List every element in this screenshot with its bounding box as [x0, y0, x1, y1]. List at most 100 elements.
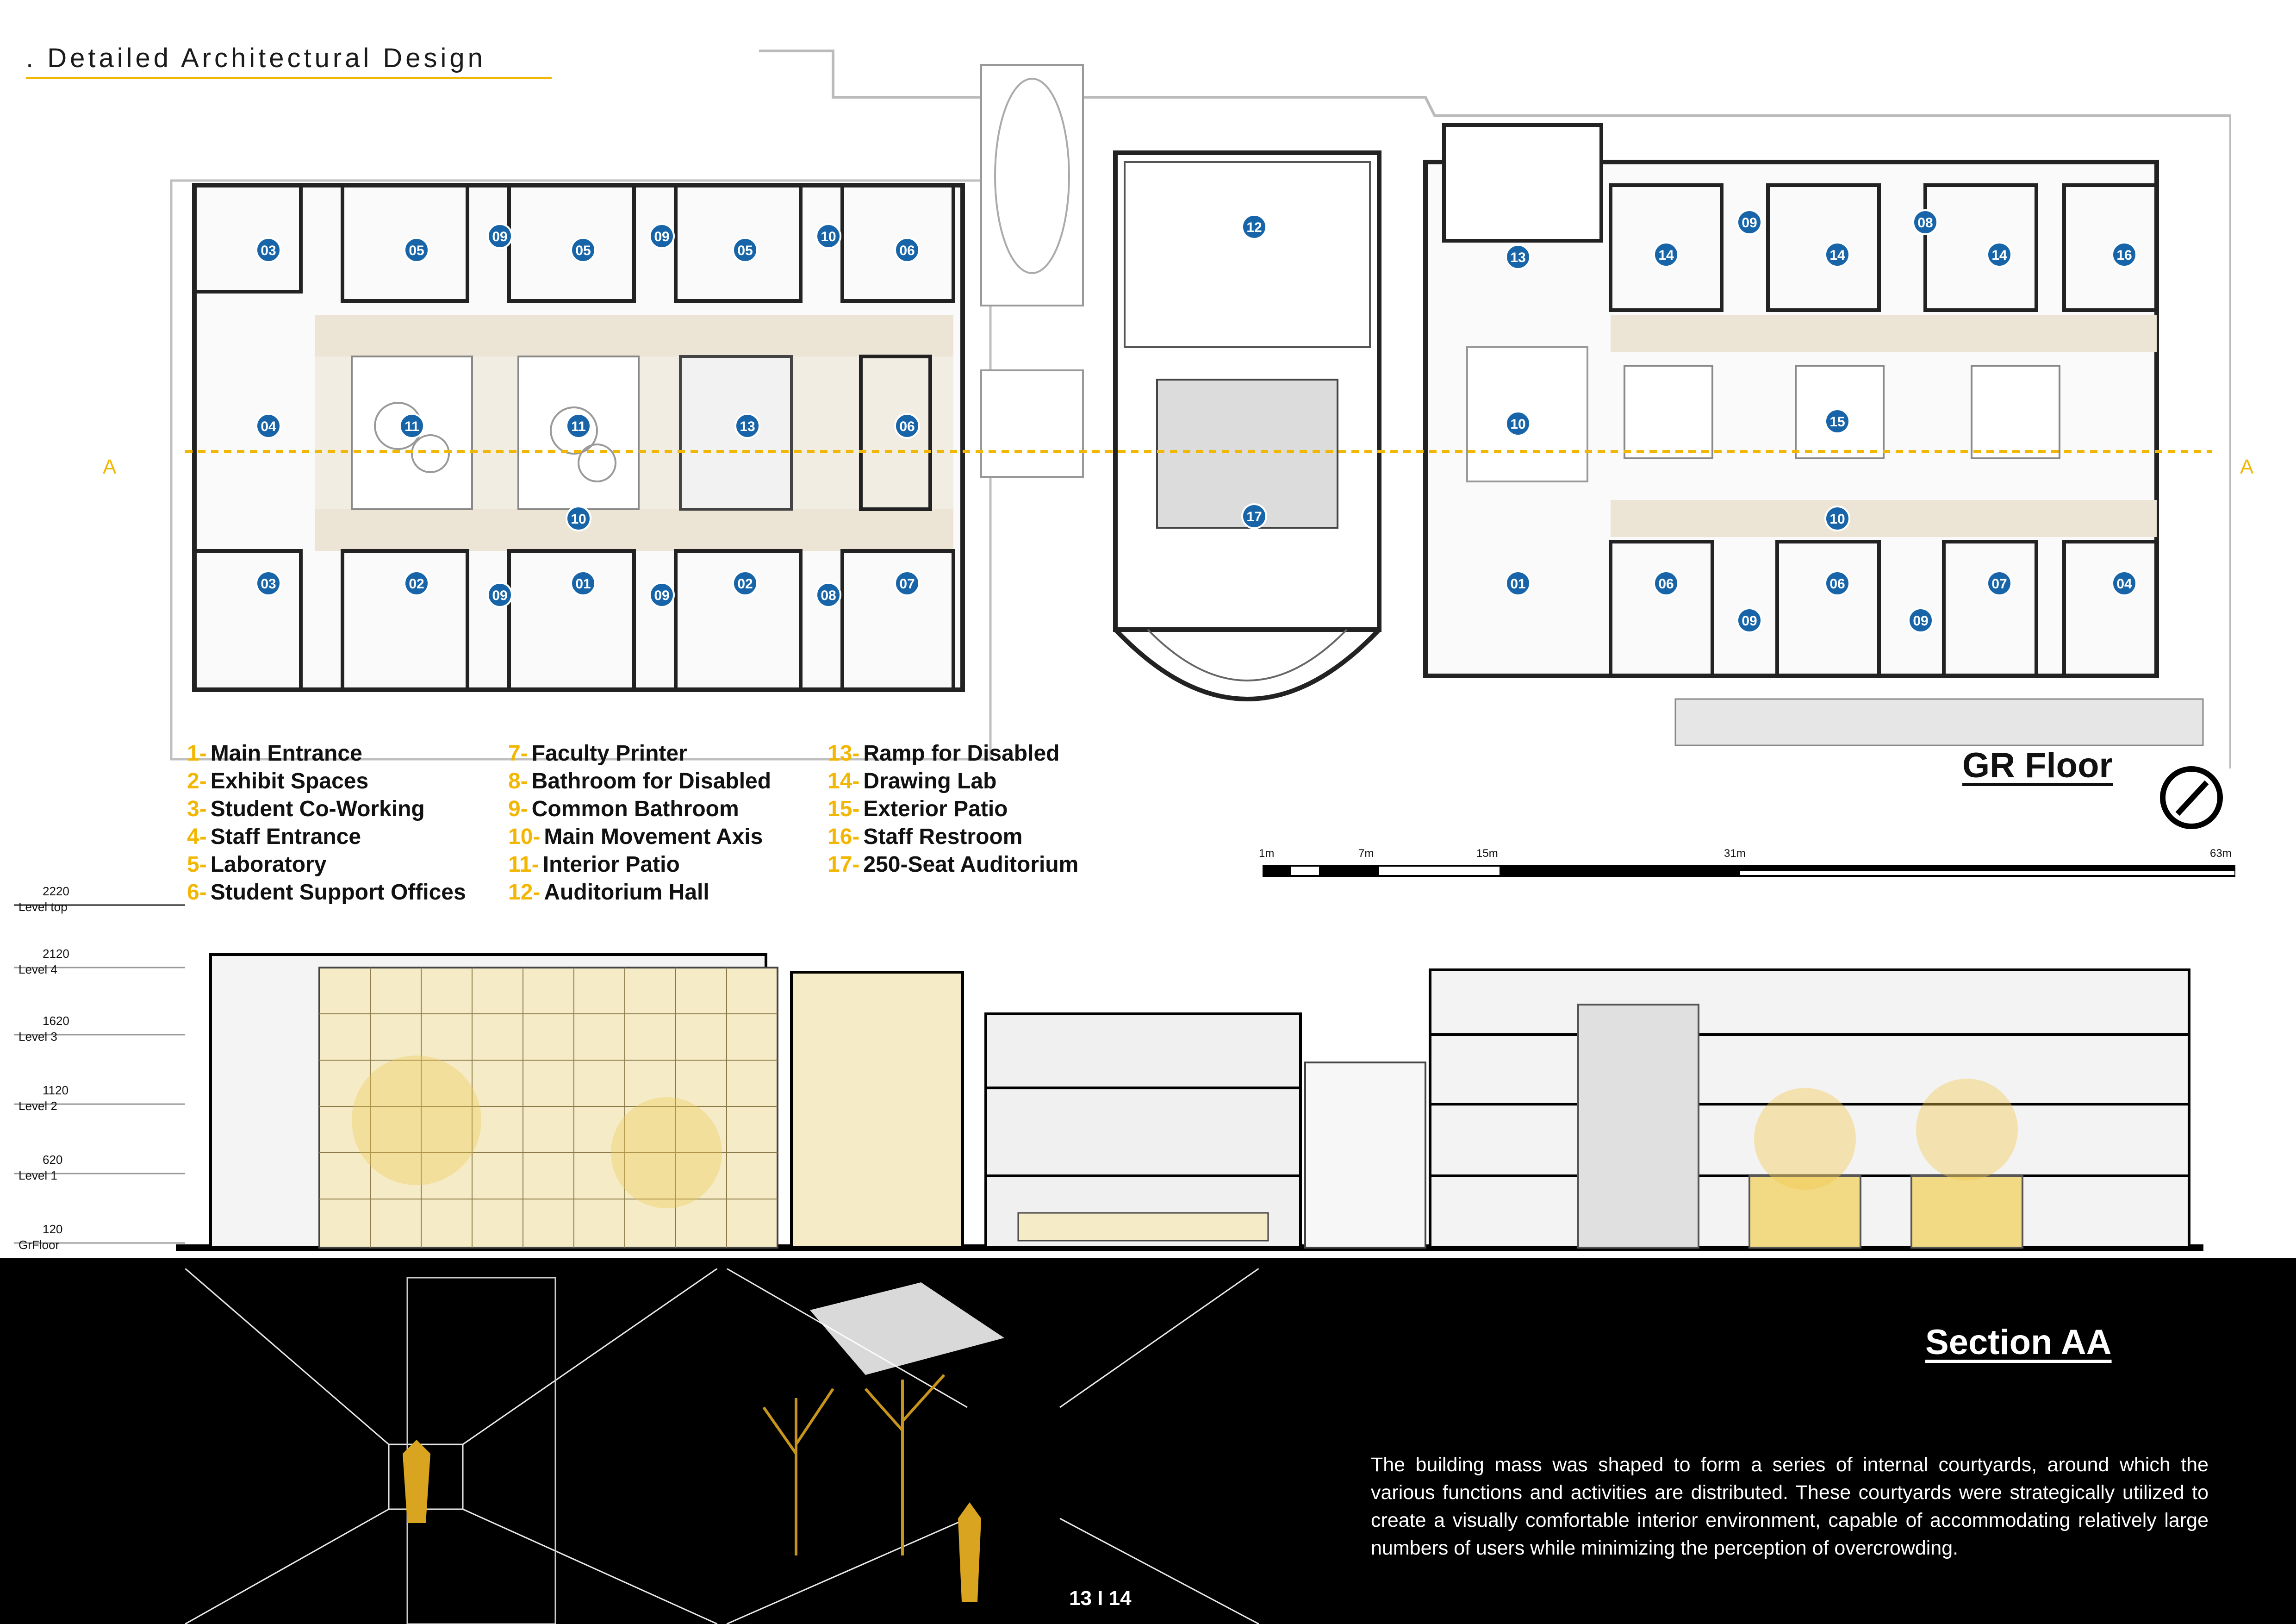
legend-number: 17- [828, 852, 860, 877]
legend-item: 5-Laboratory [187, 851, 466, 879]
room-marker: 14 [1653, 242, 1679, 268]
room-marker: 09 [649, 582, 675, 608]
level-value: 2120 [43, 947, 69, 961]
room-marker: 01 [570, 570, 596, 596]
legend-label: Laboratory [210, 852, 327, 877]
room-marker: 11 [566, 413, 591, 439]
legend-label: Student Support Offices [210, 880, 466, 905]
room-marker: 03 [255, 237, 281, 263]
site-outline [759, 50, 2231, 768]
legend-item: 10-Main Movement Axis [508, 823, 771, 851]
ramp-exterior [1674, 698, 2204, 746]
room-marker-number: 05 [575, 243, 591, 258]
room-marker-number: 14 [1829, 248, 1845, 263]
room-marker: 07 [894, 570, 920, 596]
room-marker-number: 01 [575, 576, 591, 592]
room-marker: 10 [815, 223, 841, 249]
room-marker-number: 02 [409, 576, 424, 592]
room-marker: 06 [1824, 570, 1850, 596]
legend-label: Exhibit Spaces [210, 769, 369, 793]
room-marker: 09 [1736, 209, 1762, 235]
courtyard-middle [980, 369, 1084, 478]
room-marker: 12 [1241, 214, 1267, 240]
room-marker-number: 12 [1246, 220, 1262, 235]
legend-label: Exterior Patio [863, 797, 1008, 821]
legend-label: Ramp for Disabled [863, 741, 1060, 766]
section-cut-label-right: A [2240, 456, 2254, 478]
room-marker-number: 14 [1658, 248, 1674, 263]
room-marker-number: 14 [1991, 248, 2007, 263]
legend-item: 8-Bathroom for Disabled [508, 768, 771, 795]
room-marker-number: 06 [1658, 576, 1674, 592]
room-marker: 03 [255, 570, 281, 596]
room-marker: 09 [487, 223, 513, 249]
room-marker: 08 [1912, 209, 1938, 235]
room-marker-number: 06 [899, 243, 915, 258]
scale-label-63m: 63m [2210, 847, 2232, 860]
legend-item: 12-Auditorium Hall [508, 879, 771, 906]
legend-label: Auditorium Hall [544, 880, 709, 905]
room-marker-number: 09 [654, 229, 669, 244]
room-marker-number: 08 [821, 588, 836, 603]
page-number: 13 I 14 [1069, 1587, 1132, 1610]
level-name: Level top [19, 900, 68, 914]
level-value: 1120 [43, 1083, 68, 1097]
room-marker-number: 13 [1510, 250, 1525, 265]
room-marker-number: 09 [654, 588, 669, 603]
room-marker: 06 [894, 413, 920, 439]
room-marker: 05 [732, 237, 758, 263]
room-marker-number: 08 [1917, 215, 1933, 231]
room-marker-number: 10 [1510, 417, 1525, 432]
room-marker-number: 09 [492, 588, 507, 603]
room-marker-number: 15 [1829, 414, 1845, 430]
legend-number: 13- [828, 741, 860, 766]
level-lines [14, 904, 185, 1244]
room-marker: 07 [1986, 570, 2012, 596]
legend-item: 11-Interior Patio [508, 851, 771, 879]
legend-number: 11- [508, 852, 539, 877]
legend-item: 2-Exhibit Spaces [187, 768, 466, 795]
room-marker-number: 13 [740, 419, 755, 434]
room-marker-number: 11 [404, 419, 419, 434]
legend-item: 16-Staff Restroom [828, 823, 1078, 851]
room-marker: 13 [1505, 244, 1531, 270]
perspective-corridor [185, 1268, 717, 1624]
legend-number: 16- [828, 824, 860, 849]
legend-label: Main Entrance [210, 741, 362, 766]
legend-item: 14-Drawing Lab [828, 768, 1078, 795]
level-value: 2220 [43, 884, 69, 898]
legend-number: 12- [508, 880, 541, 905]
legend-label: Common Bathroom [531, 797, 739, 821]
legend-number: 15- [828, 797, 860, 821]
legend-label: Drawing Lab [863, 769, 997, 793]
legend-item: 4-Staff Entrance [187, 823, 466, 851]
auditorium-seating [1156, 379, 1338, 529]
legend-number: 10- [508, 824, 541, 849]
title-underline [26, 77, 552, 79]
legend-number: 14- [828, 769, 860, 793]
room-marker-number: 02 [737, 576, 753, 592]
ramp-block [679, 355, 793, 511]
scale-label-7m: 7m [1358, 847, 1374, 860]
room-marker-number: 09 [1742, 613, 1757, 629]
room-marker-number: 05 [737, 243, 753, 258]
room-marker-number: 10 [1829, 512, 1845, 527]
room-marker: 16 [2111, 242, 2137, 268]
project-description: The building mass was shaped to form a s… [1371, 1454, 2209, 1559]
plan-title: GR Floor [1962, 746, 2113, 785]
legend-item: 15-Exterior Patio [828, 795, 1078, 823]
corridor-south-east [1611, 500, 2157, 537]
room-marker-number: 09 [1913, 613, 1928, 629]
room-marker-number: 05 [409, 243, 424, 258]
room-marker: 02 [404, 570, 429, 596]
legend-label: Faculty Printer [531, 741, 687, 766]
courtyard-north [980, 64, 1084, 306]
exterior-patio-1 [1624, 365, 1713, 459]
level-name: Level 4 [19, 962, 57, 976]
room-marker: 04 [255, 413, 281, 439]
legend-number: 6- [187, 880, 207, 905]
